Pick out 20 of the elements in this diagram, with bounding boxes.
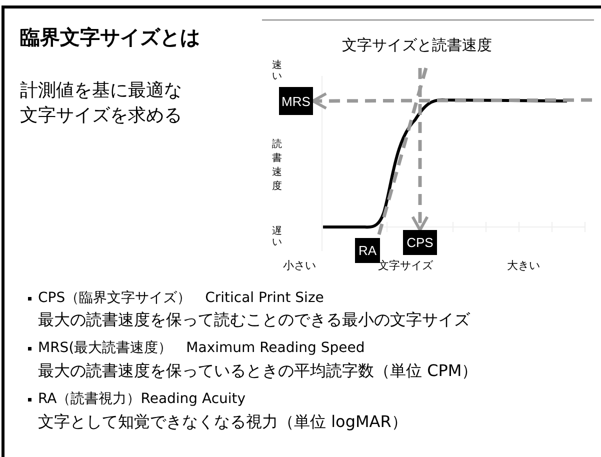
arrow — [411, 68, 429, 232]
axis-title: 文字サイズ — [378, 258, 433, 273]
axis-label: 遅い — [272, 226, 283, 248]
axis-title: 読書速度 — [272, 138, 283, 194]
bullet-heading: RA（読書視力）Reading Acuity — [38, 390, 246, 408]
bullet-text: 文字として知覚できなくなる視力（単位 logMAR） — [38, 412, 408, 433]
subtitle: 計測値を基に最適な文字サイズを求める — [20, 79, 183, 128]
arrow — [312, 92, 592, 110]
label-box: CPS — [403, 230, 437, 255]
axis-label: 速い — [272, 60, 283, 82]
bullet-heading: CPS（臨界文字サイズ） Critical Print Size — [38, 289, 324, 307]
axis-label: 小さい — [283, 258, 316, 273]
label-box: RA — [355, 238, 380, 263]
bullet-heading: MRS(最大読書速度） Maximum Reading Speed — [38, 339, 365, 357]
bullet-text: 最大の読書速度を保って読むことのできる最小の文字サイズ — [38, 310, 470, 331]
chart-title: 文字サイズと読書速度 — [342, 36, 492, 55]
label-box: MRS — [279, 87, 313, 115]
bullet-text: 最大の読書速度を保っているときの平均読字数（単位 CPM） — [38, 361, 478, 382]
axis-label: 大きい — [507, 258, 540, 273]
slide-title: 臨界文字サイズとは — [20, 24, 200, 51]
